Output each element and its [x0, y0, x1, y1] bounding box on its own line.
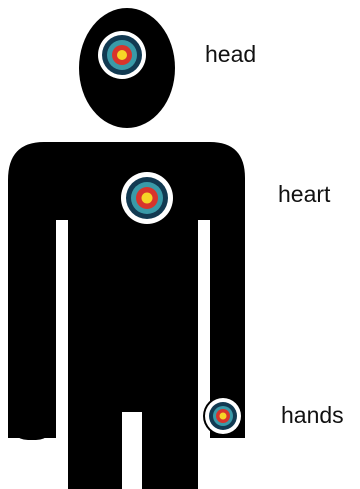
- silhouette-right-hand: [8, 392, 56, 440]
- label-hands: hands: [281, 402, 344, 428]
- label-head: head: [205, 41, 256, 67]
- bullseye-target-hand: [203, 396, 243, 436]
- bullseye-target-head: [96, 29, 148, 81]
- bullseye-target-heart: [119, 170, 175, 226]
- label-heart: heart: [278, 181, 331, 207]
